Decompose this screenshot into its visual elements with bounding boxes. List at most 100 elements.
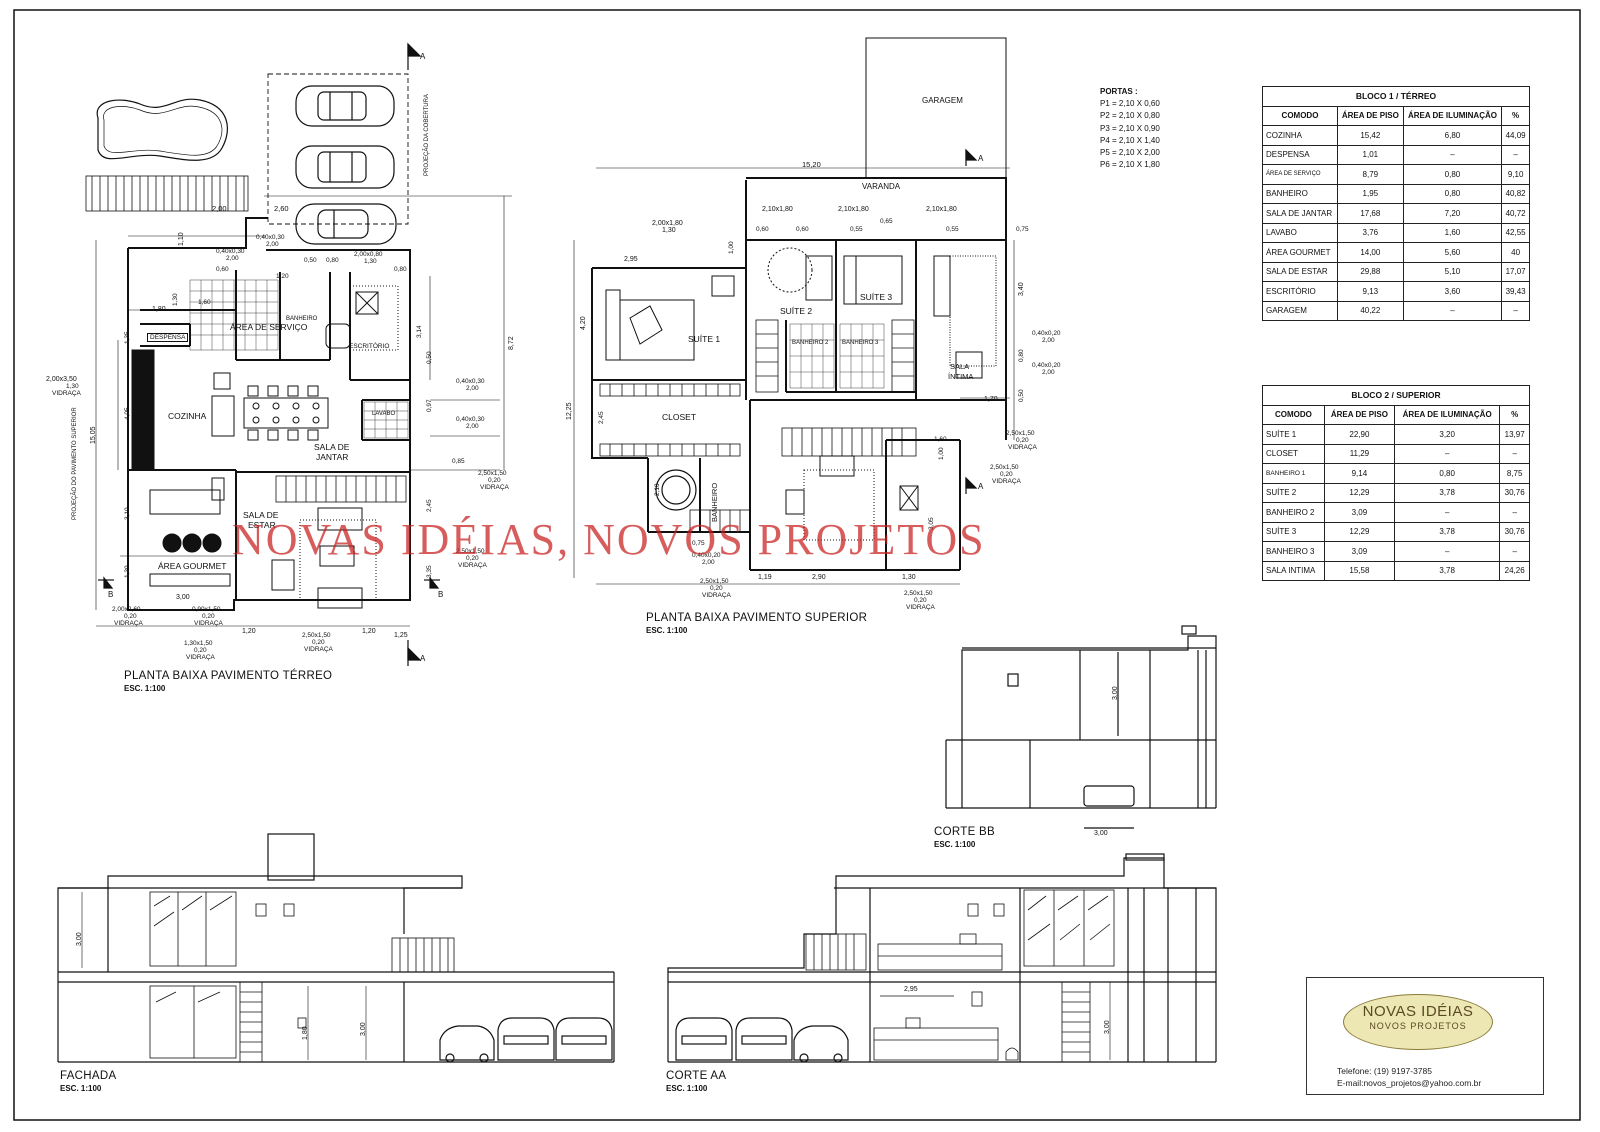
garage-outline	[865, 37, 1007, 179]
dim: 2,90	[812, 574, 826, 581]
vidraca-label: VIDRAÇA	[906, 604, 935, 611]
title-planta-superior: PLANTA BAIXA PAVIMENTO SUPERIOR	[646, 612, 868, 624]
portas-legend: PORTAS : P1 = 2,10 X 0,60 P2 = 2,10 X 0,…	[1100, 86, 1160, 171]
dim: 0,20	[1016, 437, 1029, 444]
section-letter-a: A	[978, 154, 984, 163]
dim: 2,00	[266, 241, 279, 248]
table-header: ÁREA DE ILUMINAÇÃO	[1394, 404, 1501, 425]
office-furniture	[325, 285, 399, 351]
suite1-bed	[605, 275, 735, 361]
dim: 1,30x1,50	[184, 640, 213, 647]
table-caption: BLOCO 2 / SUPERIOR	[1262, 385, 1530, 406]
vidraca-label: VIDRAÇA	[1008, 444, 1037, 451]
dim: 2,00x0,80	[354, 251, 383, 258]
dim: 1,60	[198, 299, 211, 306]
dim: 0,40x0,30	[216, 248, 245, 255]
dim: 0,20	[466, 555, 479, 562]
dim: 2,00x3,50	[46, 376, 77, 383]
dim: 0,20	[488, 477, 501, 484]
dim: 2,00	[212, 204, 227, 213]
dim: 0,65	[880, 218, 893, 225]
porta-item: P4 = 2,10 X 1,40	[1100, 135, 1160, 145]
company-logo: NOVAS IDÉIAS NOVOS PROJETOS	[1343, 994, 1493, 1050]
car-3	[295, 203, 397, 245]
porta-item: P2 = 2,10 X 0,80	[1100, 111, 1160, 121]
dim: 0,85	[452, 458, 465, 465]
dim: 1,25	[394, 632, 408, 639]
room-area-gourmet: ÁREA GOURMET	[158, 561, 227, 571]
dim: 2,10	[654, 483, 661, 496]
dim: 0,40x0,30	[456, 416, 485, 423]
table-header: %	[1501, 105, 1530, 126]
upper-walls	[591, 177, 1007, 571]
logo-line1: NOVAS IDÉIAS	[1362, 1003, 1474, 1020]
dim: 0,80	[394, 266, 407, 273]
dim: 2,50x1,50	[990, 464, 1019, 471]
section-letter-b: B	[108, 590, 114, 599]
dim: 1,60	[934, 436, 947, 443]
dim: 1,30	[364, 258, 377, 265]
living-furniture	[271, 507, 377, 609]
room-sala-jantar-2: JANTAR	[316, 452, 349, 462]
room-cozinha: COZINHA	[168, 411, 207, 421]
dim: 0,20	[710, 585, 723, 592]
fachada	[57, 833, 615, 1063]
dim: 1,30	[902, 574, 916, 581]
vidraca-label: VIDRAÇA	[114, 620, 143, 627]
dim: 3,40	[1018, 282, 1025, 296]
car-2	[295, 145, 395, 189]
dim: 0,50	[304, 257, 317, 264]
title-corte-bb: CORTE BB	[934, 826, 995, 838]
porta-item: P3 = 2,10 X 0,90	[1100, 123, 1160, 133]
dim: 15,20	[802, 160, 821, 169]
title-corte-aa: CORTE AA	[666, 1070, 727, 1082]
dim: 0,20	[202, 613, 215, 620]
dim: 2,00	[466, 385, 479, 392]
dim: 0,55	[850, 226, 863, 233]
dim: 0,90x1,50	[192, 606, 221, 613]
dim: 0,40x0,20	[692, 552, 721, 559]
room-escritorio: ESCRITÓRIO	[349, 343, 390, 350]
dim: 2,45	[598, 411, 605, 424]
dim: 0,40x0,20	[1032, 330, 1061, 337]
dim: 2,00x2,60	[112, 606, 141, 613]
contact-phone: Telefone: (19) 9197-3785	[1337, 1066, 1432, 1076]
dim: 2,50x1,50	[456, 548, 485, 555]
dim: 2,00x1,80	[652, 220, 683, 227]
vidraca-label: VIDRAÇA	[194, 620, 223, 627]
porta-item: P1 = 2,10 X 0,60	[1100, 99, 1160, 109]
table-header: %	[1499, 404, 1530, 425]
area-table-terreo: BLOCO 1 / TÉRREO COMODO ÁREA DE PISO ÁRE…	[1262, 86, 1530, 321]
dim: 0,97	[426, 399, 433, 412]
dim: 2,95	[624, 256, 638, 263]
fachada-cars	[439, 1017, 613, 1063]
portas-heading: PORTAS :	[1100, 87, 1138, 96]
table-header: COMODO	[1262, 404, 1325, 425]
dim: 0,20	[1000, 471, 1013, 478]
car-1	[295, 85, 395, 127]
scale-planta-terreo: ESC. 1:100	[124, 684, 166, 693]
gourmet-furniture	[149, 477, 231, 587]
ground-stairs	[275, 475, 407, 503]
room-banheiro-terreo: BANHEIRO	[286, 316, 318, 322]
vidraca-label: VIDRAÇA	[702, 592, 731, 599]
upper-stairs	[689, 427, 917, 533]
dim: 2,50x1,50	[478, 470, 507, 477]
area-table-superior: BLOCO 2 / SUPERIOR COMODO ÁREA DE PISO Á…	[1262, 385, 1530, 581]
room-closet: CLOSET	[662, 412, 697, 422]
sheet-border	[13, 9, 1581, 1121]
room-suite3: SUÍTE 3	[860, 292, 893, 302]
porta-item: P5 = 2,10 X 2,00	[1100, 148, 1160, 158]
section-letter-b: B	[438, 590, 444, 599]
label-projecao-cobertura: PROJEÇÃO DA COBERTURA	[424, 94, 430, 176]
ground-floor-plan	[85, 42, 512, 666]
dim: 3,00	[1104, 1020, 1111, 1034]
vidraca-label: VIDRAÇA	[480, 484, 509, 491]
closet-shelves	[599, 383, 741, 457]
dim: 1,30	[66, 383, 79, 390]
dim: 2,00	[466, 423, 479, 430]
